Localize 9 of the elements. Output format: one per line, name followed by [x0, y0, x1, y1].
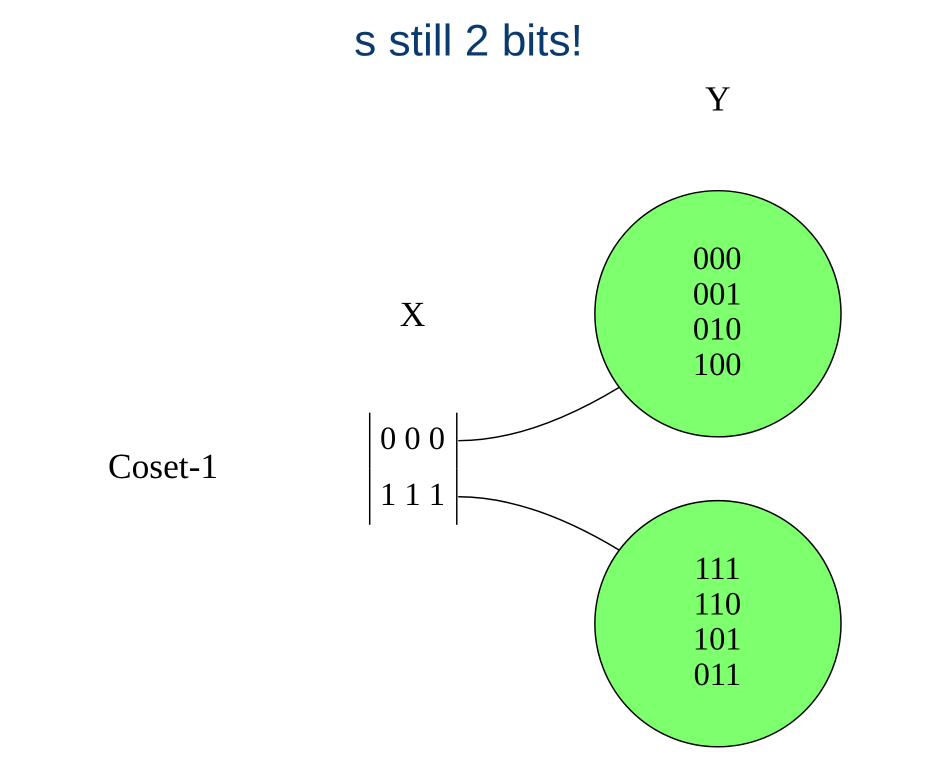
- node-circle: 000 001 010 100: [594, 190, 842, 438]
- node-text: 0 0 0 1 1 1: [380, 420, 445, 514]
- label: Y: [705, 78, 731, 118]
- connector: [458, 386, 620, 442]
- connector: [458, 496, 620, 550]
- diagram-title: s still 2 bits!: [354, 16, 583, 66]
- label: X: [400, 294, 426, 334]
- label: Coset-1: [108, 446, 218, 486]
- node-circle: 111 110 101 011: [594, 500, 842, 748]
